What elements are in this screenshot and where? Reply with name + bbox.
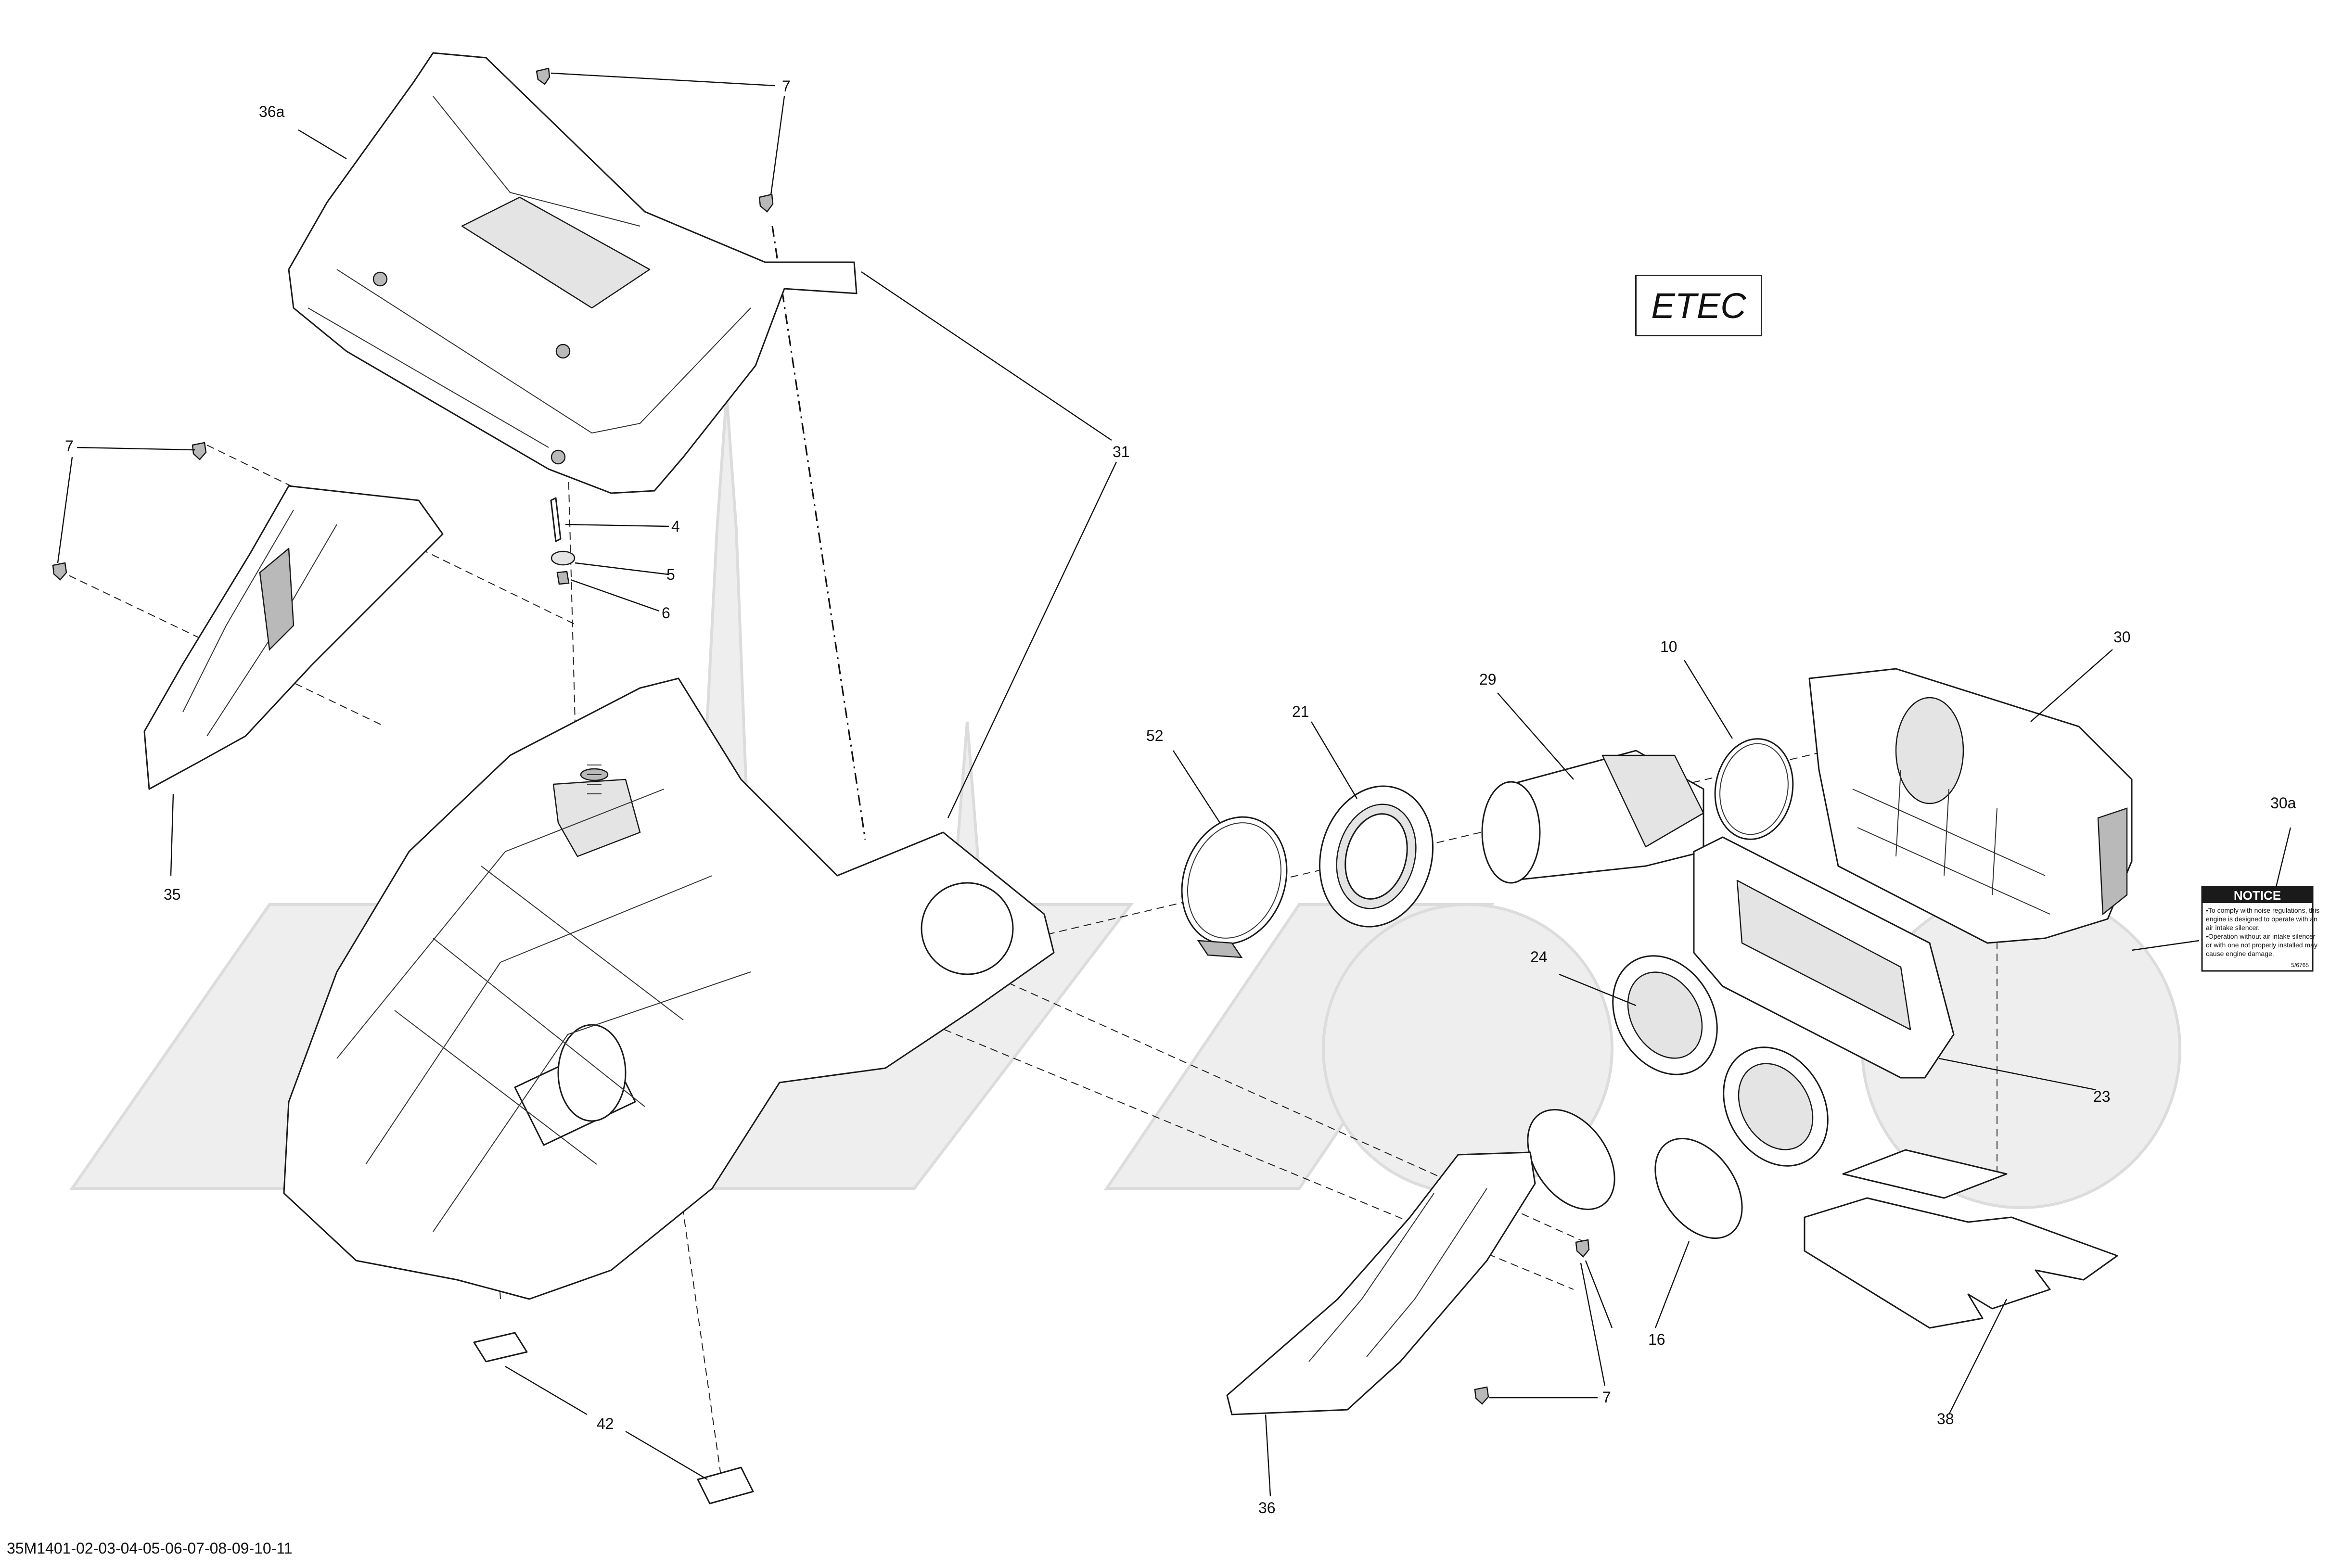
- notice-line: engine is designed to operate with an: [2206, 915, 2317, 923]
- part-42-clips: [473, 1332, 754, 1504]
- callout-30: 30: [2113, 628, 2131, 646]
- callout-42: 42: [597, 1415, 614, 1432]
- part-52-clamp: [1181, 816, 1288, 958]
- callout-38: 38: [1937, 1410, 1954, 1428]
- part-38-plate: [1804, 1149, 2118, 1329]
- callout-10: 10: [1660, 638, 1677, 655]
- notice-decal: NOTICE •To comply with noise regulations…: [2201, 886, 2319, 972]
- notice-line: •Operation without air intake silencer: [2206, 932, 2316, 940]
- callout-7: 7: [782, 77, 791, 95]
- callout-29: 29: [1479, 671, 1497, 688]
- part-35-left-panel: [143, 485, 444, 790]
- callout-35: 35: [164, 886, 181, 903]
- callout-31: 31: [1113, 443, 1130, 460]
- screws-7: [52, 67, 1590, 1405]
- part-31-lower-housing: [283, 677, 1055, 1300]
- notice-line: cause engine damage.: [2206, 950, 2274, 957]
- leader-lines: [57, 72, 2292, 1497]
- part-24-rubber-boots: [1612, 955, 1829, 1167]
- part-16-clamps: [1527, 1109, 1743, 1239]
- notice-line: air intake silencer.: [2206, 924, 2260, 931]
- notice-header: NOTICE: [2234, 888, 2281, 903]
- part-30-silencer-box: [1808, 668, 2133, 944]
- etec-label: ETEC: [1651, 285, 1746, 326]
- part-23-frame: [1693, 836, 1955, 1079]
- part-36-lower-panel: [1226, 1151, 1536, 1415]
- callout-4: 4: [671, 518, 680, 535]
- callout-36: 36: [1258, 1499, 1276, 1517]
- callout-30a: 30a: [2270, 794, 2296, 812]
- callout-16: 16: [1648, 1331, 1665, 1348]
- notice-line: or with one not properly installed may: [2206, 941, 2317, 949]
- callout-23: 23: [2093, 1088, 2111, 1105]
- callout-7: 7: [65, 437, 74, 455]
- callout-36a: 36a: [259, 103, 285, 120]
- callout-52: 52: [1146, 727, 1164, 744]
- callout-24: 24: [1530, 948, 1548, 966]
- hardware-bolt-washer-nut: [550, 497, 576, 585]
- callout-7: 7: [1602, 1389, 1611, 1406]
- part-29-intake-tube: [1481, 750, 1704, 884]
- callout-6: 6: [662, 604, 670, 622]
- callout-5: 5: [666, 566, 675, 583]
- notice-part-code: 5/6765: [2291, 962, 2309, 969]
- part-36a-upper-cover: [288, 52, 858, 494]
- notice-line: •To comply with noise regulations, this: [2206, 906, 2319, 914]
- callout-21: 21: [1292, 703, 1309, 720]
- spring-post: [580, 765, 609, 794]
- callout-labels: 36a 7 31 4 5 6 7 35 52 21 29 10 30 30a 2…: [65, 77, 2296, 1517]
- etec-variant-box: ETEC: [1635, 275, 1762, 336]
- part-10-o-ring: [1714, 738, 1794, 840]
- part-21-seal: [1319, 785, 1434, 928]
- drawing-number: 35M1401-02-03-04-05-06-07-08-09-10-11: [7, 1540, 293, 1557]
